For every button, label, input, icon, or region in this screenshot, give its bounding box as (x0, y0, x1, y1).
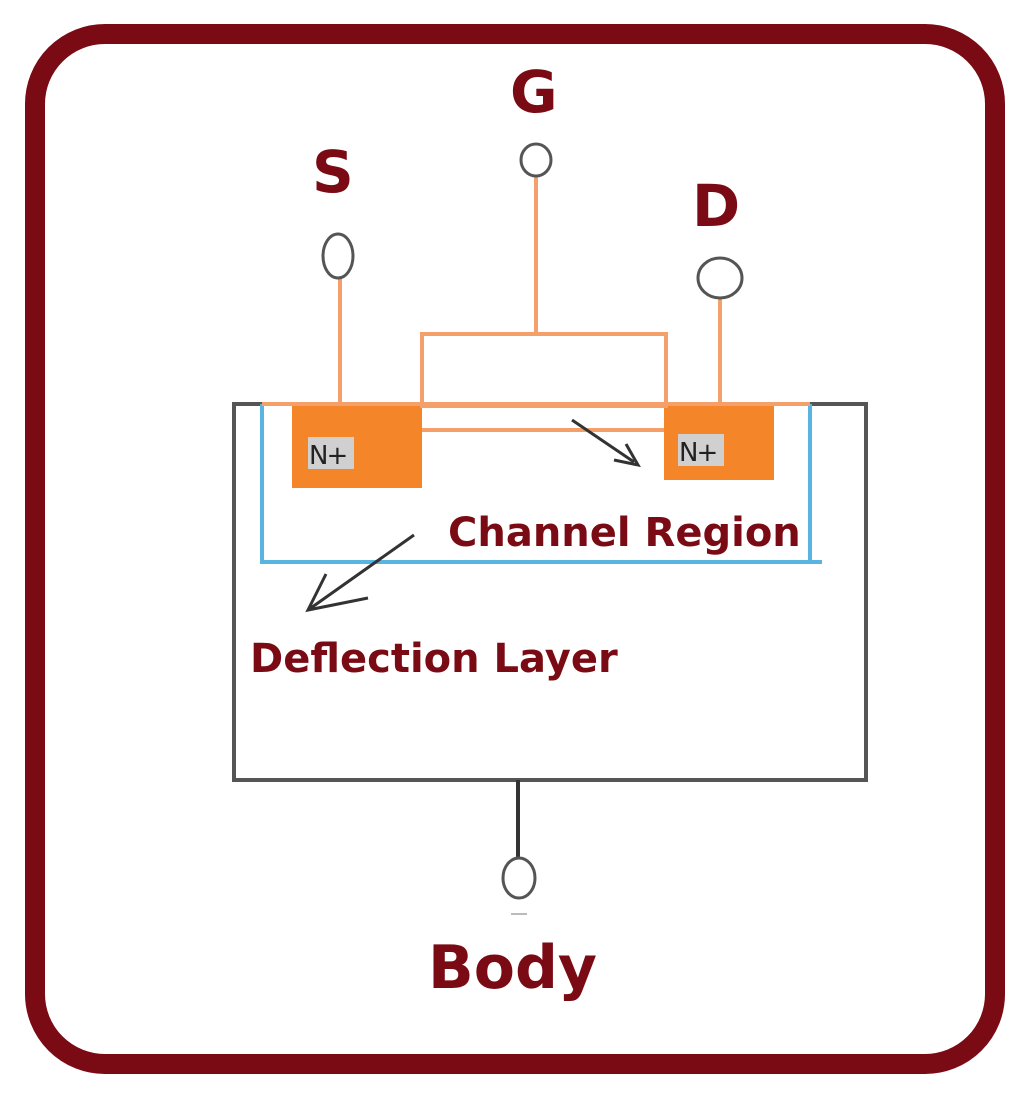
diagram-frame (25, 24, 1005, 1074)
source-nplus-label: N+ (309, 441, 346, 471)
source-nplus-label-bg (308, 437, 354, 469)
body-terminal-label: Body (428, 933, 597, 1003)
gate-terminal-label: G (510, 58, 558, 126)
depletion-arrowhead (305, 573, 369, 613)
source-terminal-label: S (312, 138, 354, 206)
source-terminal-pin (321, 232, 355, 280)
drain-terminal-pin (696, 256, 744, 300)
depletion-layer-outline (260, 404, 822, 564)
drain-nplus-label-bg (678, 434, 724, 466)
channel-arrowhead (613, 443, 641, 468)
drain-nplus-label: N+ (679, 438, 716, 468)
gate-terminal-pin (519, 142, 553, 178)
body-terminal-pin (501, 856, 537, 900)
depletion-arrow (307, 533, 415, 612)
drain-terminal-label: D (692, 172, 740, 240)
substrate-outline (232, 402, 868, 782)
channel-region-label: Channel Region (448, 510, 801, 556)
channel-arrow (571, 418, 635, 464)
gate-electrode (420, 332, 668, 408)
depletion-layer-label: Deflection Layer (250, 636, 618, 682)
